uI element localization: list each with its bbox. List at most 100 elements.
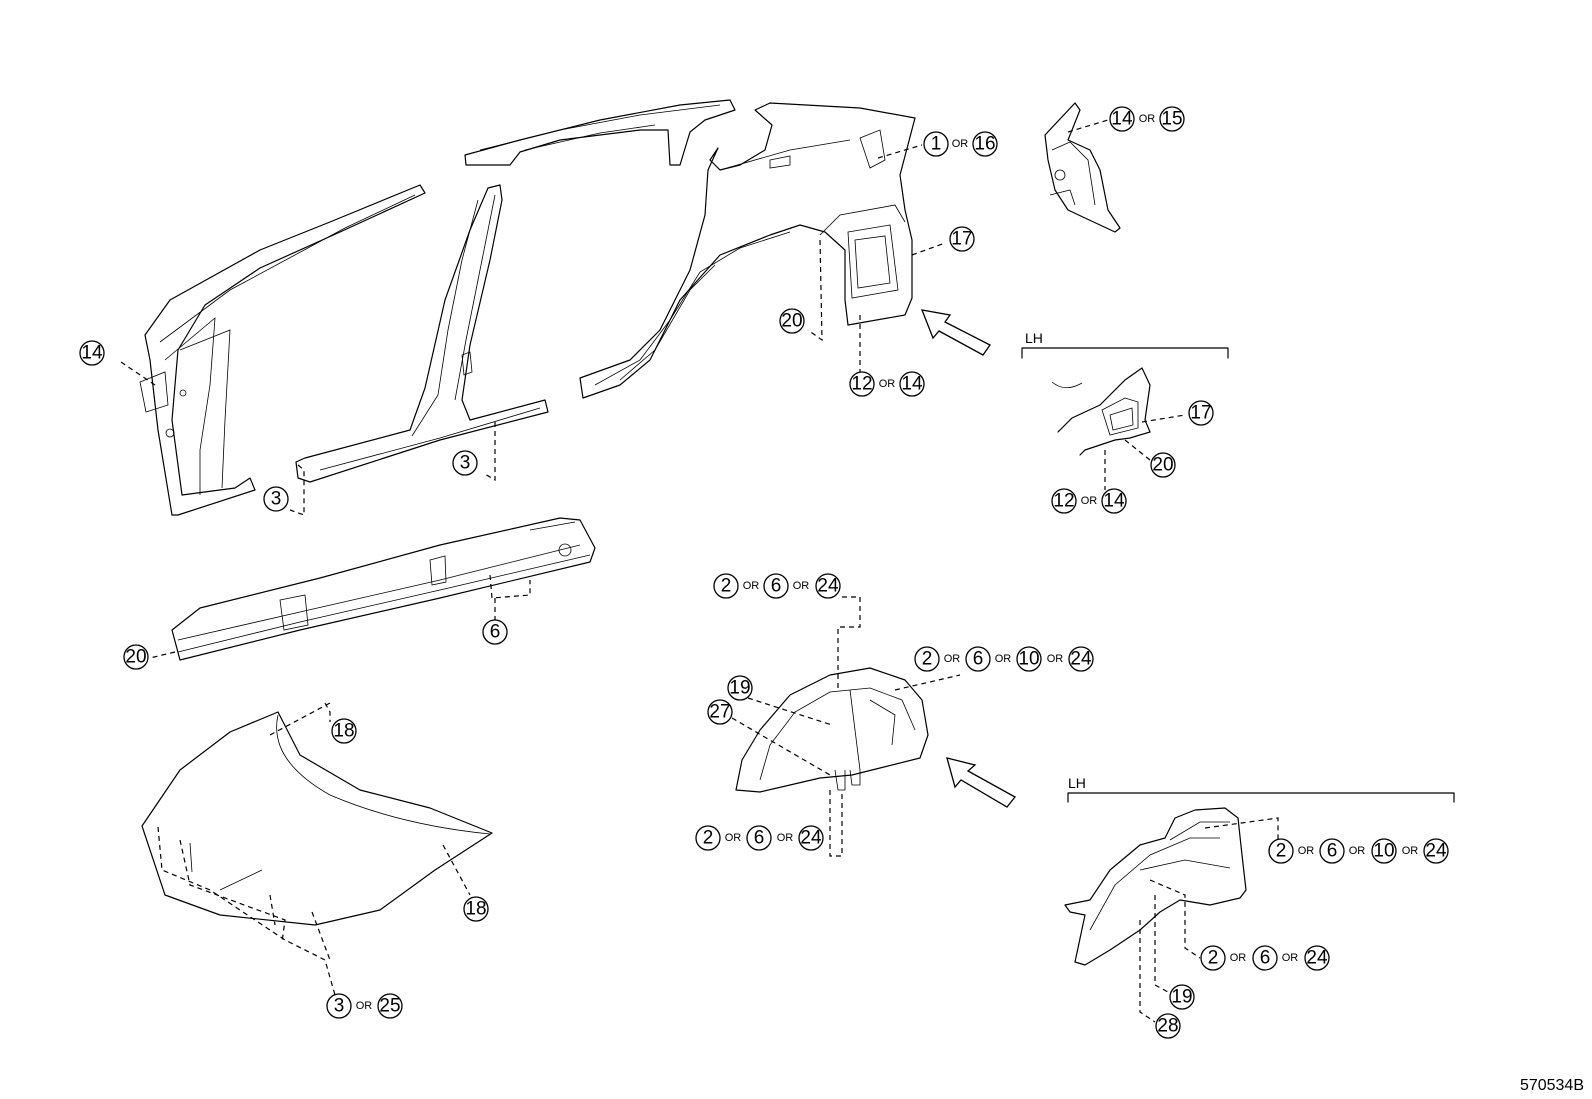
svg-text:2: 2 — [922, 649, 933, 670]
callout-1-or-16: 1 OR 16 — [923, 131, 998, 157]
callout-17-main: 17 — [949, 226, 975, 252]
callout-28-lh: 28 — [1155, 1013, 1181, 1039]
svg-text:19: 19 — [729, 678, 750, 699]
roof-side-rail — [464, 99, 736, 166]
lh-bracket-lower — [1067, 792, 1455, 803]
svg-text:20: 20 — [1152, 455, 1173, 476]
svg-text:14: 14 — [1111, 109, 1133, 130]
svg-text:14: 14 — [1103, 491, 1125, 512]
svg-text:18: 18 — [333, 721, 354, 742]
callout-20-lh: 20 — [1150, 452, 1176, 478]
svg-text:OR: OR — [1298, 845, 1315, 857]
svg-text:14: 14 — [901, 374, 923, 395]
callout-19-lh: 19 — [1169, 984, 1195, 1010]
callout-2-6-24-lh: 2 OR 6 OR 24 — [1200, 945, 1330, 971]
center-pillar-rocker — [295, 184, 549, 483]
svg-text:12: 12 — [1053, 491, 1074, 512]
svg-text:3: 3 — [334, 996, 345, 1017]
svg-text:OR: OR — [1081, 495, 1098, 507]
svg-text:19: 19 — [1171, 987, 1192, 1008]
lh-label-lower: LH — [1068, 775, 1086, 791]
svg-text:OR: OR — [1349, 845, 1366, 857]
lh-bracket-upper — [1021, 347, 1229, 359]
svg-text:OR: OR — [1402, 845, 1419, 857]
svg-text:OR: OR — [944, 653, 961, 665]
svg-text:OR: OR — [777, 832, 794, 844]
lh-wheel-house-detail — [1064, 807, 1247, 966]
quarter-panel — [579, 102, 916, 399]
svg-text:17: 17 — [1190, 403, 1211, 424]
svg-text:28: 28 — [1157, 1016, 1178, 1037]
callout-27-main: 27 — [707, 699, 733, 725]
svg-text:6: 6 — [754, 828, 765, 849]
wheel-house-inner — [735, 667, 929, 793]
callout-12-or-14-lh: 12 OR 14 — [1051, 488, 1127, 514]
svg-text:OR: OR — [1282, 952, 1299, 964]
svg-text:OR: OR — [1230, 952, 1247, 964]
callout-20-rocker: 20 — [123, 644, 149, 670]
svg-text:17: 17 — [951, 229, 972, 250]
svg-text:2: 2 — [721, 576, 732, 597]
svg-text:6: 6 — [771, 576, 782, 597]
svg-text:OR: OR — [995, 653, 1012, 665]
svg-text:6: 6 — [1327, 841, 1338, 862]
svg-text:24: 24 — [800, 828, 822, 849]
svg-text:10: 10 — [1018, 649, 1039, 670]
svg-text:OR: OR — [879, 378, 896, 390]
svg-text:6: 6 — [973, 649, 984, 670]
view-arrow-upper — [920, 309, 991, 356]
callout-6-rocker: 6 — [482, 619, 508, 645]
svg-text:OR: OR — [793, 580, 810, 592]
rocker-inner-reinforcement — [171, 517, 596, 661]
svg-text:2: 2 — [703, 828, 714, 849]
lh-label-upper: LH — [1025, 330, 1043, 346]
svg-text:15: 15 — [1161, 109, 1182, 130]
hood-panel — [141, 711, 493, 926]
callout-2-6-10-24-lh: 2 OR 6 OR 10 OR 24 — [1268, 838, 1449, 864]
svg-text:27: 27 — [709, 702, 730, 723]
callout-18-right: 18 — [463, 896, 489, 922]
callout-2-6-10-24-main: 2 OR 6 OR 10 OR 24 — [914, 646, 1094, 672]
svg-text:24: 24 — [1425, 841, 1447, 862]
callout-2-6-24-top: 2 OR 6 OR 24 — [713, 573, 841, 599]
quarter-extension — [1044, 102, 1121, 233]
svg-text:10: 10 — [1373, 841, 1394, 862]
callout-19-main: 19 — [727, 675, 753, 701]
svg-text:12: 12 — [851, 374, 872, 395]
svg-text:18: 18 — [465, 899, 486, 920]
callout-2-6-24-bottom: 2 OR 6 OR 24 — [695, 825, 824, 851]
callout-3-right: 3 — [452, 450, 478, 476]
svg-text:OR: OR — [356, 1000, 373, 1012]
svg-text:20: 20 — [781, 311, 802, 332]
callout-12-or-14-main: 12 OR 14 — [849, 371, 925, 397]
callout-3-left: 3 — [263, 486, 289, 512]
callout-14-pillar: 14 — [79, 340, 105, 366]
callout-17-lh: 17 — [1188, 400, 1214, 426]
callout-3-or-25: 3 OR 25 — [326, 993, 403, 1019]
svg-text:24: 24 — [1306, 948, 1328, 969]
callout-20-main: 20 — [779, 308, 805, 334]
body-side-outer-front-panel — [139, 184, 426, 516]
svg-text:OR: OR — [743, 580, 760, 592]
svg-text:OR: OR — [725, 832, 742, 844]
lh-quarter-detail — [1051, 367, 1151, 456]
svg-text:6: 6 — [490, 622, 501, 643]
svg-text:6: 6 — [1260, 948, 1271, 969]
svg-text:24: 24 — [817, 576, 839, 597]
leader-lines — [117, 119, 1279, 1023]
callout-18-top: 18 — [331, 718, 357, 744]
svg-text:3: 3 — [460, 453, 471, 474]
svg-text:14: 14 — [81, 343, 103, 364]
svg-text:20: 20 — [125, 647, 146, 668]
svg-text:OR: OR — [1139, 113, 1156, 125]
svg-text:OR: OR — [952, 138, 969, 150]
svg-text:24: 24 — [1070, 649, 1092, 670]
svg-text:2: 2 — [1276, 841, 1287, 862]
svg-text:OR: OR — [1047, 653, 1064, 665]
drawing-code: 570534B — [1519, 1077, 1584, 1094]
view-arrow-lower — [946, 757, 1016, 808]
svg-text:1: 1 — [931, 134, 942, 155]
svg-text:25: 25 — [379, 996, 400, 1017]
callout-14-or-15: 14 OR 15 — [1109, 106, 1185, 132]
